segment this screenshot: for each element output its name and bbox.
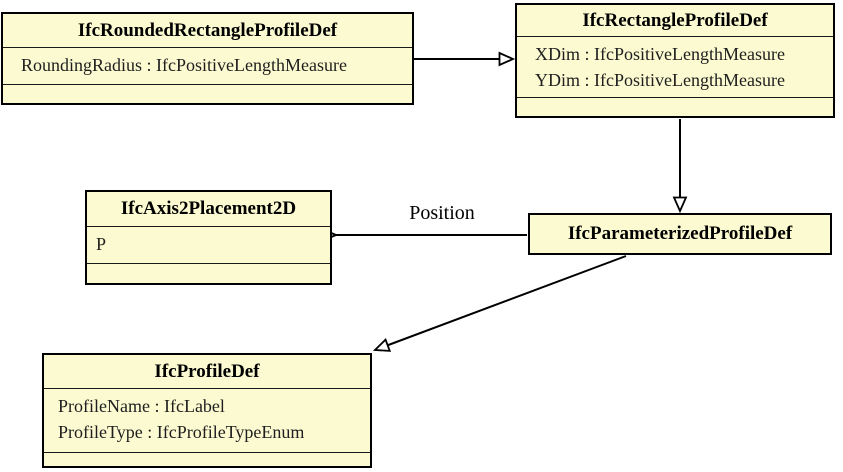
- class-title: IfcRectangleProfileDef: [517, 5, 833, 37]
- class-attribute: XDim : IfcPositiveLengthMeasure: [535, 44, 785, 64]
- class-attributes: ProfileName : IfcLabel ProfileType : Ifc…: [44, 389, 370, 453]
- class-attribute: ProfileType : IfcProfileTypeEnum: [58, 422, 305, 442]
- class-empty-compartment: [44, 453, 370, 466]
- class-title: IfcParameterizedProfileDef: [567, 223, 793, 244]
- class-ifc-parameterized-profile-def: IfcParameterizedProfileDef: [528, 213, 832, 255]
- class-attributes: P: [87, 227, 330, 264]
- class-attribute: P: [96, 234, 107, 254]
- class-empty-compartment: [87, 264, 330, 283]
- class-title: IfcAxis2Placement2D: [87, 192, 330, 227]
- generalization-parameterized-to-profiledef: [372, 255, 627, 352]
- association-label-position: Position: [409, 202, 475, 224]
- class-empty-compartment: [517, 98, 833, 116]
- class-attribute: ProfileName : IfcLabel: [58, 396, 225, 416]
- class-title: IfcRoundedRectangleProfileDef: [3, 14, 412, 48]
- class-ifc-axis2-placement-2d: IfcAxis2Placement2D P: [85, 190, 332, 285]
- class-title: IfcProfileDef: [44, 355, 370, 389]
- class-attributes: XDim : IfcPositiveLengthMeasure YDim : I…: [517, 37, 833, 98]
- class-attribute: YDim : IfcPositiveLengthMeasure: [535, 70, 785, 90]
- class-ifc-rounded-rectangle-profile-def: IfcRoundedRectangleProfileDef RoundingRa…: [1, 12, 414, 105]
- class-attributes: RoundingRadius : IfcPositiveLengthMeasur…: [3, 48, 412, 85]
- class-ifc-rectangle-profile-def: IfcRectangleProfileDef XDim : IfcPositiv…: [515, 3, 835, 118]
- class-attribute: RoundingRadius : IfcPositiveLengthMeasur…: [21, 55, 347, 75]
- class-empty-compartment: [3, 85, 412, 103]
- class-ifc-profile-def: IfcProfileDef ProfileName : IfcLabel Pro…: [42, 353, 372, 468]
